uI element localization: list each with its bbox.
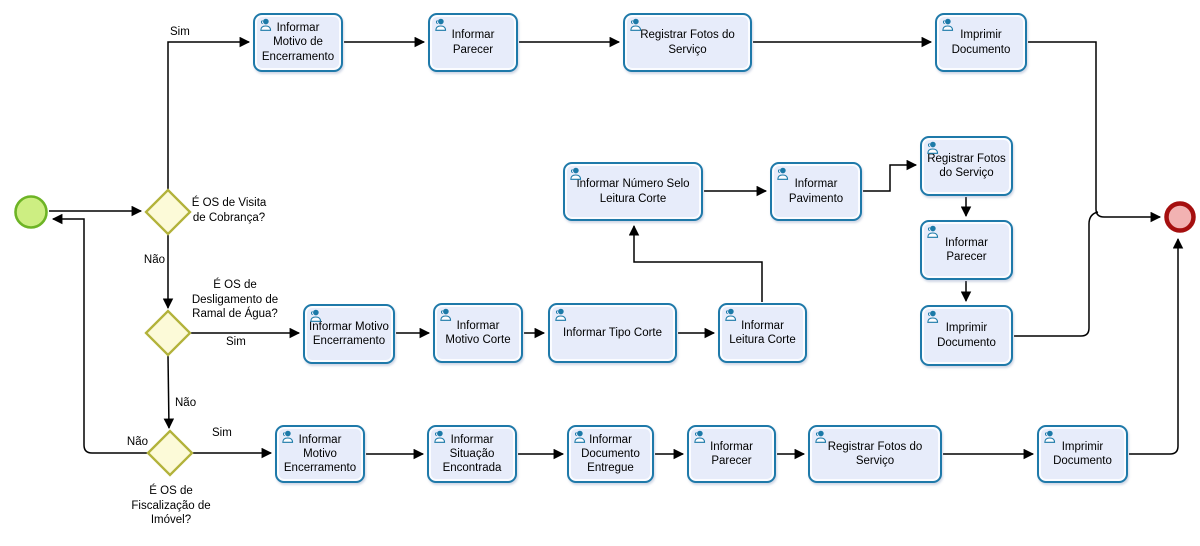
task-label: Informar Leitura Corte bbox=[729, 319, 796, 346]
gateway-fiscalizacao-imovel[interactable] bbox=[146, 429, 194, 477]
user-task-icon bbox=[440, 308, 452, 321]
task-informar-motivo-corte[interactable]: Informar Motivo Corte bbox=[433, 303, 523, 363]
user-task-icon bbox=[942, 18, 954, 31]
task-label: Imprimir Documento bbox=[951, 29, 1011, 56]
task-label: Registrar Fotos do Serviço bbox=[827, 440, 923, 467]
task-label: Informar Parecer bbox=[451, 29, 495, 56]
task-informar-motivo-de-encerramento[interactable]: Informar Motivo de Encerramento bbox=[253, 13, 343, 72]
task-label: Imprimir Documento bbox=[937, 322, 996, 349]
gateway1-question: É OS de Visita de Cobrança? bbox=[191, 197, 267, 224]
flow-gateway2-nao-to-gateway3 bbox=[163, 355, 175, 430]
task-label: Registrar Fotos do Serviço bbox=[640, 29, 735, 56]
user-task-icon bbox=[574, 430, 586, 443]
branch-label-sim-1: Sim bbox=[170, 26, 190, 38]
flow-t9-to-end-merge bbox=[1014, 211, 1099, 337]
user-task-icon bbox=[282, 430, 294, 443]
flow-t4-to-end bbox=[1028, 41, 1162, 223]
task-informar-parecer-right[interactable]: Informar Parecer bbox=[920, 220, 1013, 280]
branch-label-nao-3: Não bbox=[126, 436, 148, 448]
task-informar-parecer-bottom[interactable]: Informar Parecer bbox=[687, 425, 776, 483]
task-label: Informar Motivo Corte bbox=[445, 319, 511, 346]
task-informar-motivo-encerramento-bottom[interactable]: Informar Motivo Encerramento bbox=[275, 425, 365, 483]
task-informar-pavimento[interactable]: Informar Pavimento bbox=[770, 162, 862, 221]
user-task-icon bbox=[815, 430, 827, 443]
user-task-icon bbox=[435, 18, 447, 31]
user-task-icon bbox=[555, 308, 567, 321]
gateway-visita-cobranca[interactable] bbox=[144, 188, 192, 236]
user-task-icon bbox=[927, 225, 939, 238]
task-label: Informar Motivo Encerramento bbox=[309, 320, 389, 347]
flow-gateway1-sim-to-t1 bbox=[167, 36, 251, 189]
flow-t6-to-t7 bbox=[863, 159, 918, 192]
task-label: Registrar Fotos do Serviço bbox=[927, 152, 1006, 179]
task-informar-documento-entregue[interactable]: Informar Documento Entregue bbox=[567, 425, 654, 483]
task-label: Informar Parecer bbox=[710, 440, 753, 467]
flow-t13-to-t5 bbox=[628, 224, 763, 302]
end-event[interactable] bbox=[1164, 201, 1196, 233]
task-informar-situacao-encontrada[interactable]: Informar Situação Encontrada bbox=[427, 425, 517, 483]
task-imprimir-documento-top[interactable]: Imprimir Documento bbox=[935, 13, 1027, 72]
task-informar-leitura-corte[interactable]: Informar Leitura Corte bbox=[718, 303, 807, 363]
task-informar-parecer-top[interactable]: Informar Parecer bbox=[428, 13, 518, 72]
task-informar-motivo-encerramento-mid[interactable]: Informar Motivo Encerramento bbox=[303, 304, 395, 364]
task-label: Informar Tipo Corte bbox=[562, 326, 663, 339]
task-label: Informar Número Selo Leitura Corte bbox=[576, 178, 690, 205]
task-imprimir-documento-right[interactable]: Imprimir Documento bbox=[920, 305, 1013, 366]
branch-label-nao-1: Não bbox=[143, 254, 165, 266]
task-label: Informar Motivo Encerramento bbox=[283, 433, 357, 474]
branch-label-sim-2: Sim bbox=[226, 336, 246, 348]
user-task-icon bbox=[927, 141, 939, 154]
task-label: Informar Motivo de Encerramento bbox=[261, 22, 335, 63]
user-task-icon bbox=[570, 167, 582, 180]
task-label: Informar Pavimento bbox=[788, 178, 844, 205]
task-label: Informar Situação Encontrada bbox=[442, 433, 502, 474]
user-task-icon bbox=[434, 430, 446, 443]
gateway3-question: É OS de Fiscalização de Imóvel? bbox=[131, 485, 211, 527]
user-task-icon bbox=[694, 430, 706, 443]
user-task-icon bbox=[725, 308, 737, 321]
user-task-icon bbox=[1044, 430, 1056, 443]
branch-label-sim-3: Sim bbox=[212, 427, 232, 439]
user-task-icon bbox=[777, 167, 789, 180]
user-task-icon bbox=[310, 309, 322, 322]
user-task-icon bbox=[927, 310, 939, 323]
flow-gateway3-nao-to-start bbox=[51, 213, 147, 454]
user-task-icon bbox=[260, 18, 272, 31]
task-informar-numero-selo[interactable]: Informar Número Selo Leitura Corte bbox=[563, 162, 703, 221]
task-label: Informar Parecer bbox=[945, 236, 988, 263]
task-label: Informar Documento Entregue bbox=[581, 433, 640, 474]
task-registrar-fotos-top[interactable]: Registrar Fotos do Serviço bbox=[623, 13, 752, 72]
gateway-desligamento-ramal[interactable] bbox=[144, 309, 192, 357]
gateway2-question: É OS de Desligamento de Ramal de Água? bbox=[191, 279, 279, 321]
task-informar-tipo-corte[interactable]: Informar Tipo Corte bbox=[548, 303, 677, 363]
user-task-icon bbox=[630, 18, 642, 31]
start-event[interactable] bbox=[14, 195, 48, 229]
branch-label-nao-2: Não bbox=[175, 397, 197, 409]
task-imprimir-documento-bottom[interactable]: Imprimir Documento bbox=[1037, 425, 1128, 483]
flow-t19-to-end bbox=[1129, 237, 1184, 455]
task-registrar-fotos-right[interactable]: Registrar Fotos do Serviço bbox=[920, 136, 1013, 196]
task-registrar-fotos-bottom[interactable]: Registrar Fotos do Serviço bbox=[808, 425, 942, 483]
task-label: Imprimir Documento bbox=[1053, 440, 1112, 467]
